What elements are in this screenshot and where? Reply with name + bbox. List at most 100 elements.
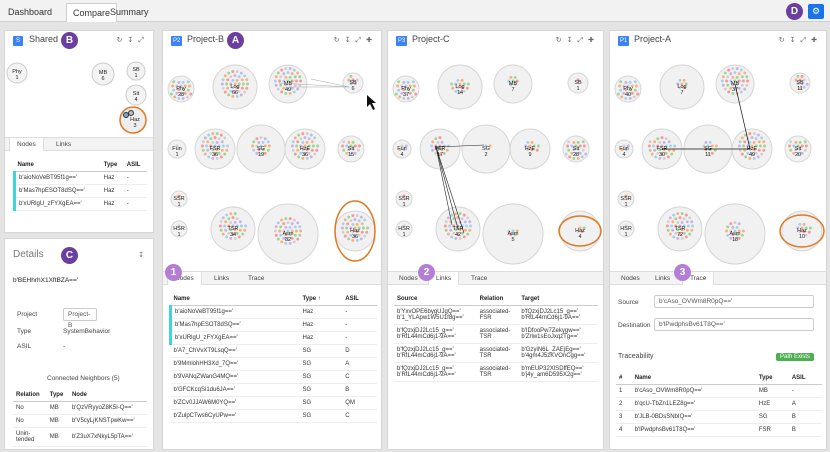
node-label: Asm (730, 231, 741, 237)
node-count: 1 (177, 232, 180, 238)
tab-dashboard[interactable]: Dashboard (8, 7, 53, 17)
link-edge (435, 146, 459, 230)
table-row[interactable]: b'aioNoVeBT95f1g=='Haz- (168, 305, 377, 319)
details-id: b'BEHhrhX1XftBZA==' (13, 277, 78, 284)
traceability-heading: Traceability (618, 353, 654, 360)
node-label: Haz (350, 228, 360, 234)
node-count: 72 (677, 232, 683, 238)
table-row[interactable]: b'fQzxjDJ2Lc15_g==' b'RtL44mCd6j1-9A=='a… (394, 362, 598, 382)
col-asil[interactable]: ASIL (123, 159, 147, 172)
node-count: 36 (302, 152, 308, 158)
col-name[interactable]: Name (14, 159, 101, 172)
node-label: Asm (283, 231, 294, 237)
badge-1: 1 (165, 264, 182, 281)
node-count: 1 (402, 202, 405, 208)
panel-toolbar-icons[interactable]: ↻↧⤢✚ (555, 37, 599, 44)
node-count: 66 (232, 90, 238, 96)
node-label: Haz (797, 228, 807, 234)
subtab-links[interactable]: Links (56, 141, 72, 148)
subtab-nodes[interactable]: Nodes (621, 275, 640, 282)
shared-tag: S (13, 36, 23, 46)
node-label: Haz (575, 228, 585, 234)
node-label: Fun (619, 146, 628, 152)
badge-2: 2 (418, 264, 435, 281)
panel-toolbar-icons[interactable]: ↻↧⤢ (116, 37, 149, 44)
node-label: HzE (300, 146, 311, 152)
table-row[interactable]: b'fQzxjDJ2Lc15_g==' b'RtL44mCd6j1-9A=='a… (394, 343, 598, 363)
node-label: Log (230, 84, 239, 90)
subtab-trace[interactable]: Trace (471, 275, 488, 282)
node-count: 2 (484, 152, 487, 158)
col-type[interactable]: Type (100, 159, 124, 172)
node-count: 18 (732, 237, 738, 243)
project-c-graph[interactable]: Phy37Log14MB7SB1Fun4FSR17SG2HzE9Sit28SSR… (388, 49, 604, 271)
subtab-nodes[interactable]: Nodes (399, 275, 418, 282)
table-row[interactable]: b'xURlgU_zFYXgEA=='Haz- (168, 331, 377, 345)
node-count: 15 (348, 152, 354, 158)
panel-toolbar-icons[interactable]: ↻↧⤢✚ (778, 37, 822, 44)
node-count: 17 (437, 152, 443, 158)
badge-c: C (61, 247, 78, 264)
subtab-links[interactable]: Links (214, 275, 230, 282)
table-row[interactable]: b'aioNoVeBT95f1g=='Haz- (12, 171, 147, 185)
settings-gear-icon[interactable]: ⚙ (808, 4, 824, 19)
asil-value: - (63, 343, 66, 350)
panel-toolbar-icons[interactable]: ↻↧⤢✚ (333, 37, 377, 44)
highlight-ring (779, 214, 825, 248)
table-row[interactable]: b'YxvOPE6bygUJgQ==' b'1_YLApw1W5U1f8g=='… (394, 305, 598, 325)
destination-select[interactable]: b'lPwdphsBv61T8Q==' (654, 318, 814, 331)
node-count: 5 (511, 237, 514, 243)
node-count: 11 (705, 152, 711, 158)
project-b-graph[interactable]: Phy28Log66MB49SB6Fun1FSR36SG19HzE36Sit15… (163, 49, 382, 271)
node-label: Phy (176, 86, 186, 92)
tab-compare[interactable]: Compare (66, 3, 118, 22)
table-row[interactable]: b'xURlgU_zFYXgEA=='Haz- (12, 197, 147, 211)
subtab-trace[interactable]: Trace (248, 275, 265, 282)
subtab-links[interactable]: Links (655, 275, 671, 282)
badge-d: D (786, 3, 803, 20)
table-row[interactable]: b'fQzxjDJ2Lc15_g==' b'RtL44mCd6j1-9A=='a… (394, 324, 598, 344)
project-a-graph[interactable]: Phy40Log7MB37SB11Fun4FSR30SG11HzE49Sit20… (610, 49, 827, 271)
node-count: 7 (680, 90, 683, 96)
download-icon[interactable]: ↧ (138, 252, 149, 259)
details-panel: Details C ↧ b'BEHhrhX1XftBZA==' Project … (4, 238, 154, 450)
table-row[interactable]: b'Mas7hpESOT8dSQ=='Haz- (168, 318, 377, 332)
subtab-nodes[interactable]: Nodes (9, 138, 44, 151)
cluster-node: SG2 (461, 124, 511, 174)
type-value: SystemBehavior (63, 328, 111, 335)
table-row[interactable]: b'Mas7hpESOT8dSQ=='Haz- (12, 184, 147, 198)
tab-summary[interactable]: Summary (110, 7, 149, 17)
source-select[interactable]: b'cAso_OVWm8R0pQ==' (654, 295, 814, 308)
node-label: Phy (401, 86, 411, 92)
